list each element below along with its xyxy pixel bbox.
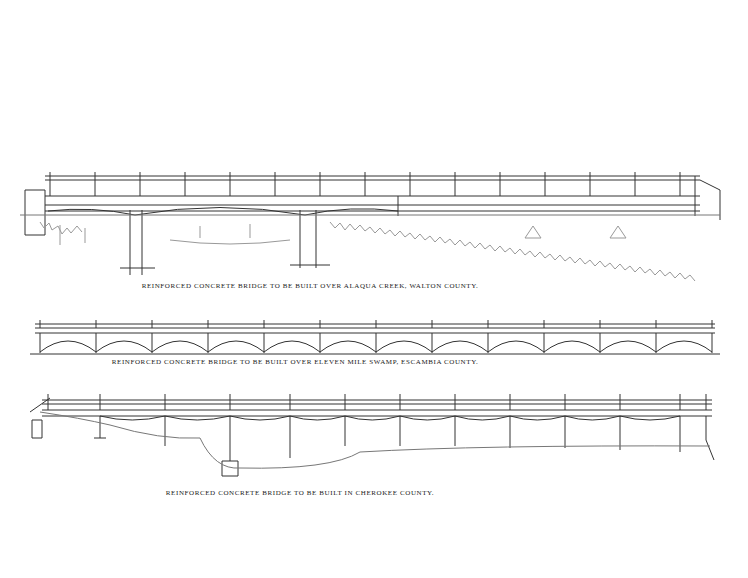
bridge-caption: REINFORCED CONCRETE BRIDGE TO BE BUILT O… — [110, 358, 481, 366]
bridge-elevation-1 — [20, 172, 720, 281]
bridge-elevation-2 — [30, 320, 720, 354]
bridge-elevation-3 — [30, 394, 714, 476]
bridge-caption: REINFORCED CONCRETE BRIDGE TO BE BUILT O… — [140, 282, 481, 290]
bridge-caption: REINFORCED CONCRETE BRIDGE TO BE BUILT I… — [164, 489, 436, 497]
